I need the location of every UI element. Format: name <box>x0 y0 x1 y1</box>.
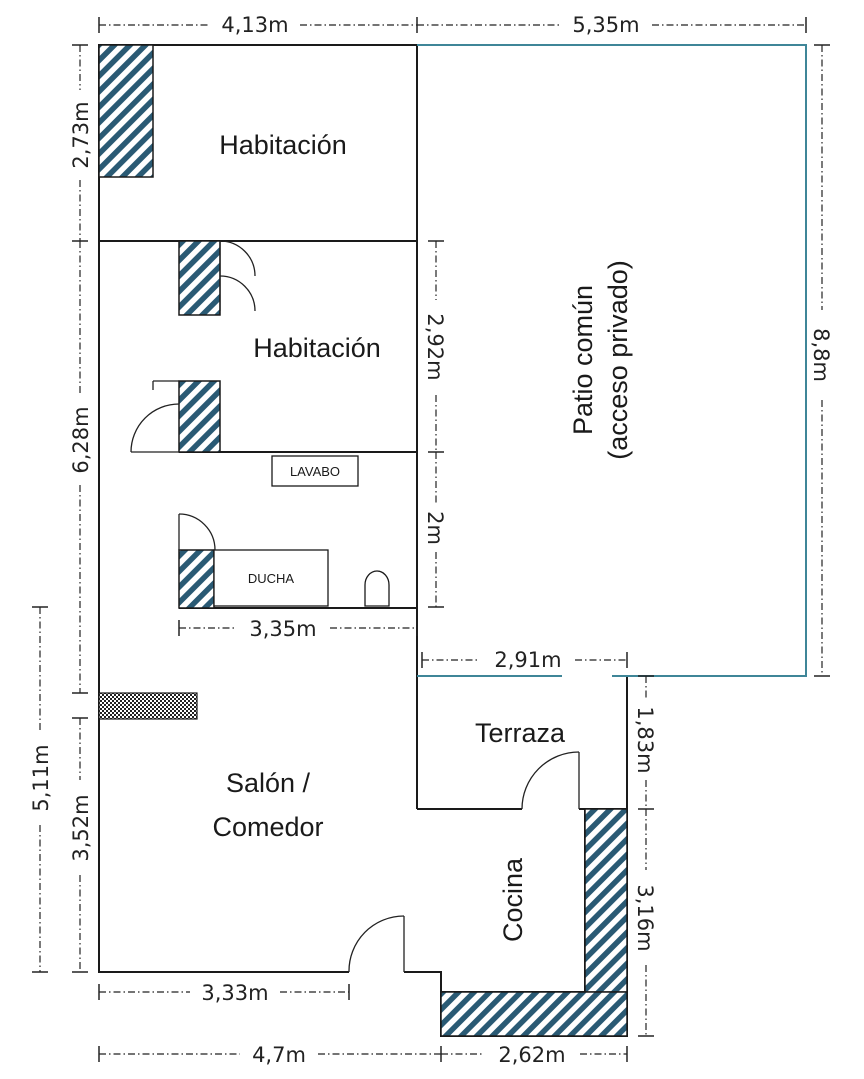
outer-wall-left <box>98 44 417 973</box>
room-labels: Habitación Habitación Patio común (acces… <box>212 130 633 942</box>
label-lavabo: LAVABO <box>290 464 340 479</box>
label-salon-line1: Salón / <box>226 768 311 798</box>
dim-cocina-height: 3,16m <box>633 884 657 951</box>
kitchen-counter-bottom <box>440 991 628 1037</box>
dim-outer-left: 5,11m <box>29 744 53 811</box>
label-ducha: DUCHA <box>248 571 295 586</box>
patio-outline <box>417 44 807 677</box>
closet-habitacion-lower <box>178 380 221 453</box>
door-terraza-arc <box>521 751 580 810</box>
walls <box>98 44 628 1037</box>
dim-left-mid: 6,28m <box>69 406 93 473</box>
label-terraza: Terraza <box>475 718 566 748</box>
dim-patio-bottom: 2,91m <box>494 648 561 672</box>
hatched-closets <box>98 44 628 1037</box>
dim-bottom-3-33: 3,33m <box>201 981 268 1005</box>
label-habitacion-top: Habitación <box>219 130 347 160</box>
dim-terraza-height: 1,83m <box>633 706 657 773</box>
fixtures <box>213 455 390 607</box>
dim-top-left: 4,13m <box>221 13 288 37</box>
dim-top-right: 5,35m <box>572 13 639 37</box>
toilet-icon <box>364 570 390 607</box>
door-hab-lower-arc <box>130 403 180 453</box>
dim-bath-width: 3,35m <box>249 617 316 641</box>
label-patio-line2: (acceso privado) <box>603 260 633 460</box>
door-hab-upper-arc1 <box>219 240 256 277</box>
dim-mid-2-92: 2,92m <box>423 313 447 380</box>
closet-top-left <box>98 44 154 178</box>
dim-left-bottom: 3,52m <box>69 794 93 861</box>
kitchen-counter-side <box>584 808 628 993</box>
ducha-box <box>213 549 329 607</box>
fireplace-block <box>98 692 198 720</box>
label-patio-line1: Patio común <box>568 285 598 435</box>
dimension-labels: 4,13m 5,35m 2,73m 6,28m 5,11m 3,52m 2,92… <box>29 13 833 1067</box>
dim-mid-2: 2m <box>423 511 447 545</box>
label-cocina: Cocina <box>498 857 528 942</box>
door-hab-upper-arc2 <box>219 275 256 312</box>
doors <box>130 240 580 973</box>
label-habitacion-mid: Habitación <box>253 333 381 363</box>
patio-border <box>417 44 807 677</box>
closet-habitacion-upper <box>178 240 221 316</box>
dimension-lines <box>32 17 830 1062</box>
label-salon-line2: Comedor <box>212 812 323 842</box>
door-entrance-arc <box>348 915 405 973</box>
dim-bottom-2-62: 2,62m <box>498 1043 565 1067</box>
dim-left-top: 2,73m <box>69 101 93 168</box>
door-bath-arc <box>178 513 216 551</box>
dim-right-height: 8,8m <box>809 328 833 382</box>
closet-bath <box>178 549 215 609</box>
lavabo-box <box>271 455 359 487</box>
dim-bottom-4-7: 4,7m <box>252 1043 306 1067</box>
